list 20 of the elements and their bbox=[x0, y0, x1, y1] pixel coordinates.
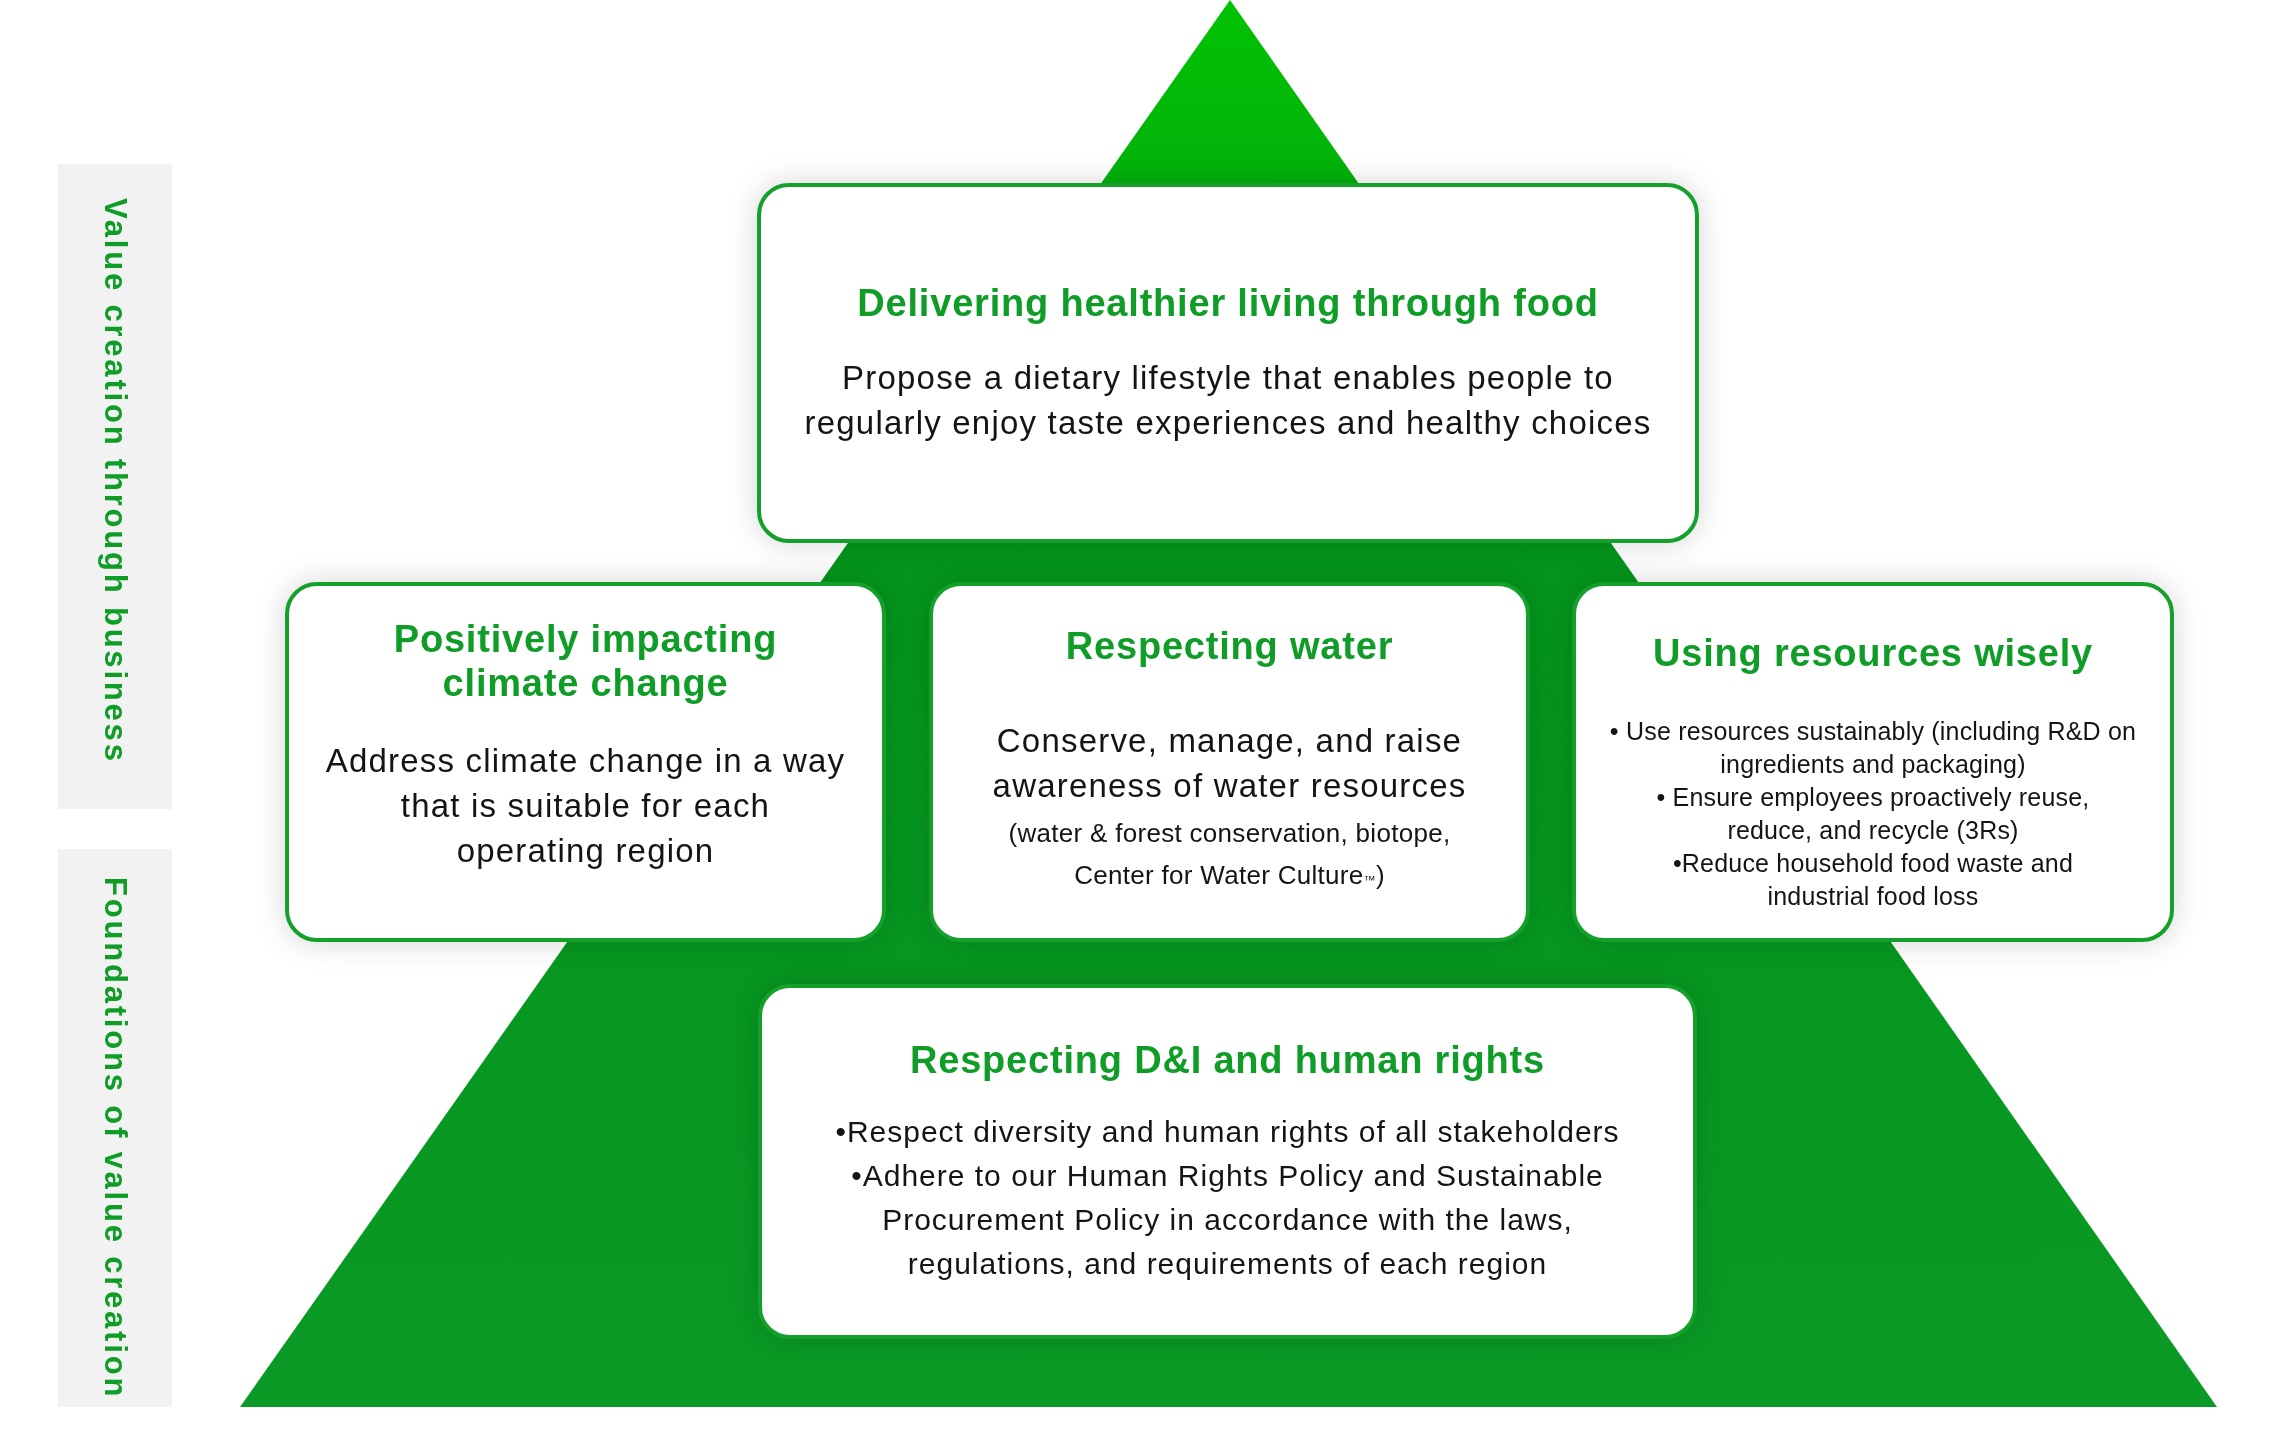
pillar-box bbox=[285, 582, 886, 942]
pillar-box bbox=[929, 582, 1530, 942]
pillar-description: Propose a dietary lifestyle that enables people to regularly enjoy taste experiences and healthy choices bbox=[803, 358, 1653, 443]
pillar-box bbox=[1572, 582, 2174, 942]
band-label: Foundations of value creation bbox=[97, 877, 133, 1400]
pillar-description: Conserve, manage, and raise awareness of water resources bbox=[991, 720, 1468, 806]
band-label: Value creation through business bbox=[97, 198, 133, 764]
bullet-item: •Reduce household food waste and industrial food loss bbox=[1671, 848, 2075, 912]
bullet-item: •Adhere to our Human Rights Policy and Sustainable Procurement Policy in accordance with the laws, regulations, and requirements of each region bbox=[850, 1157, 1605, 1282]
bullet-item: •Respect diversity and human rights of all stakeholders bbox=[835, 1113, 1620, 1150]
pillar-heading: Delivering healthier living through food bbox=[857, 281, 1599, 325]
pillar-heading: Respecting water bbox=[1065, 623, 1394, 668]
pillar-box bbox=[758, 984, 1697, 1339]
bullet-item: • Ensure employees proactively reuse, reduce, and recycle (3Rs) bbox=[1655, 782, 2091, 846]
pillar-description: Address climate change in a way that is suitable for each operating region bbox=[324, 741, 847, 871]
pillar-box bbox=[757, 183, 1699, 543]
pillar-heading: Using resources wisely bbox=[1653, 631, 2093, 675]
pillar-heading: Respecting D&I and human rights bbox=[910, 1037, 1545, 1082]
pillar-heading: Positively impacting climate change bbox=[392, 617, 779, 705]
bullet-item: • Use resources sustainably (including R&D on ingredients and packaging) bbox=[1608, 716, 2138, 780]
